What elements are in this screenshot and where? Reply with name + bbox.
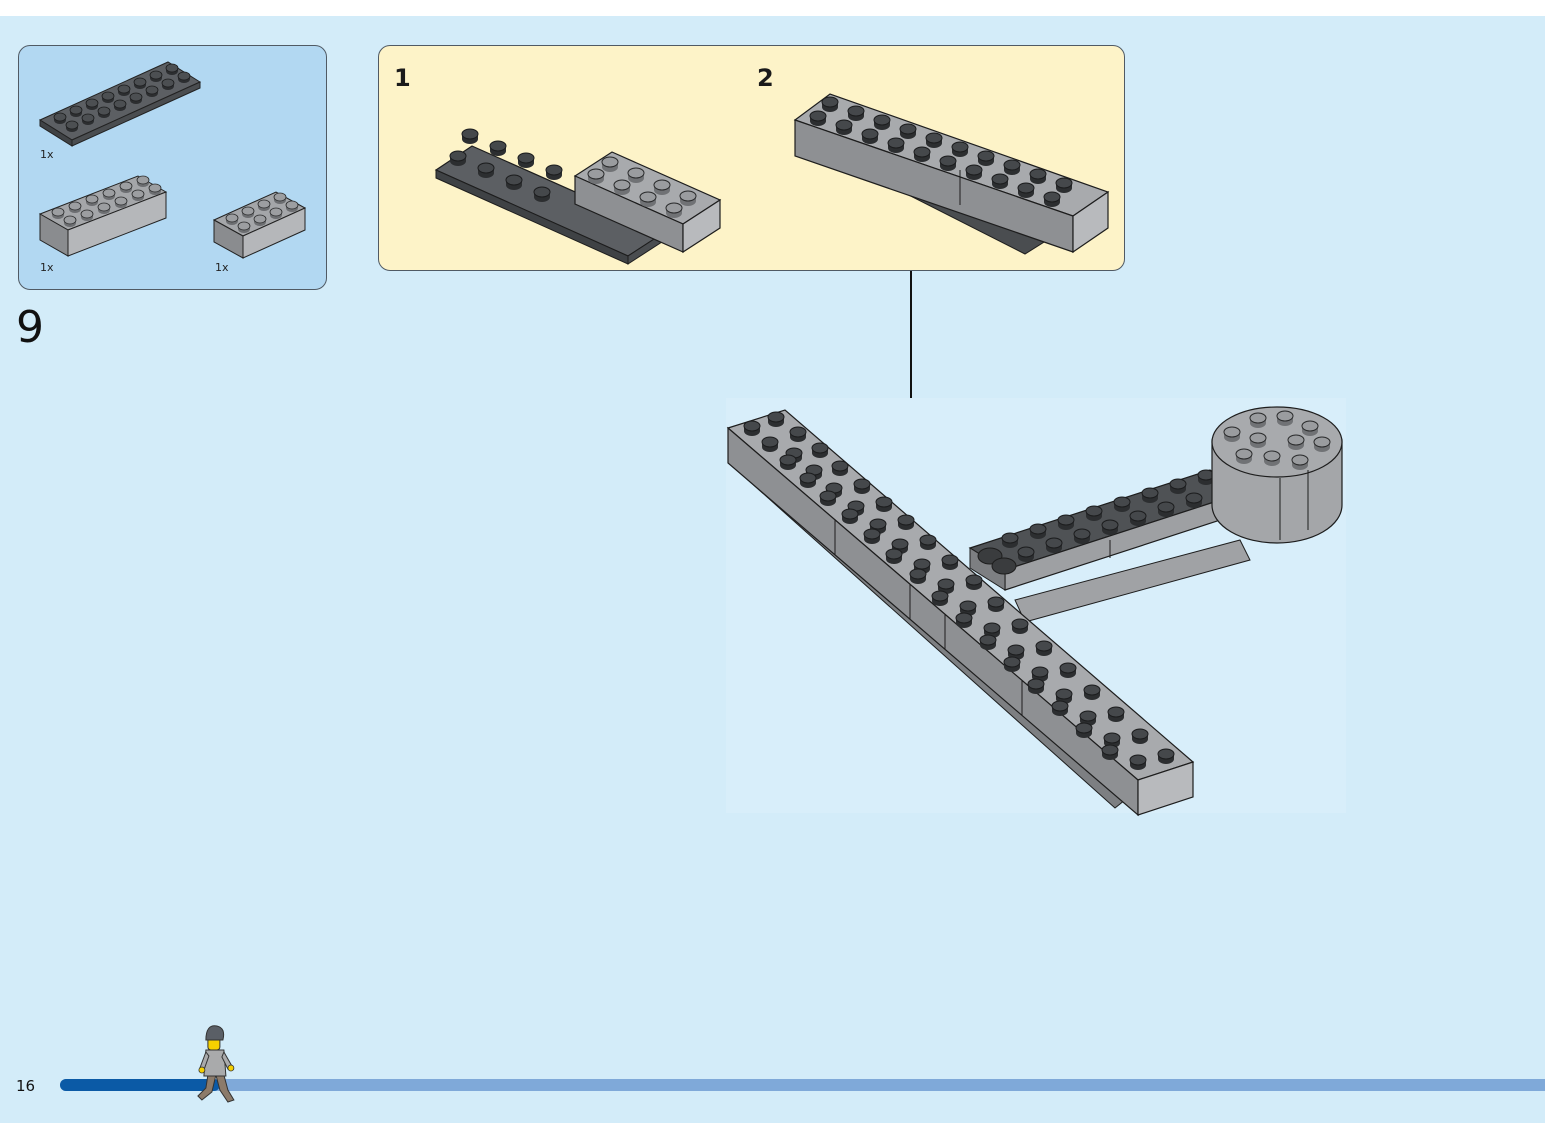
substep-number: 1 [394,64,411,92]
substep-number: 2 [757,64,774,92]
substep-2-assembly [793,93,1110,255]
part-quantity: 1x [40,148,54,161]
part-quantity: 1x [215,261,229,274]
part-light-brick-2x6 [38,175,168,257]
main-model [726,398,1346,817]
page-number: 16 [16,1077,36,1095]
step-number: 9 [16,302,44,353]
substep-1-assembly [434,128,722,265]
minifigure-progress-marker [197,1025,235,1103]
part-light-brick-2x4 [212,191,307,259]
part-dark-plate-2x8 [38,61,202,147]
part-quantity: 1x [40,261,54,274]
